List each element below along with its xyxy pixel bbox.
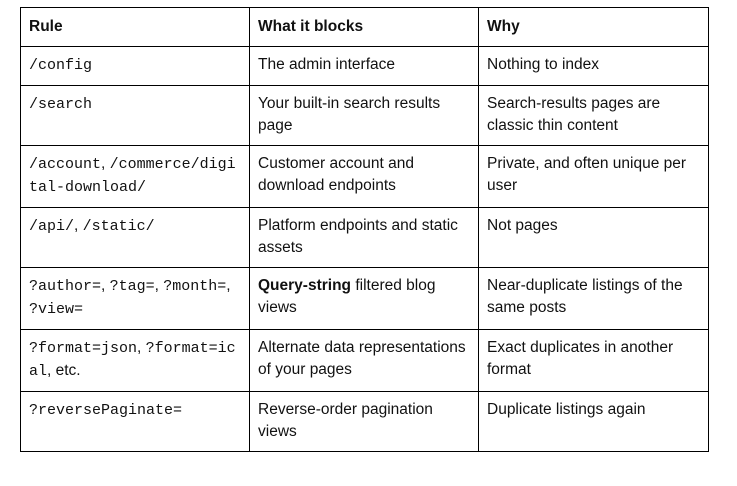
blocks-text: Customer account and download endpoints: [258, 155, 419, 194]
rule-code: ?author=: [29, 278, 102, 295]
blocks-cell: The admin interface: [249, 46, 479, 86]
rule-code: ?reversePaginate=: [29, 402, 183, 419]
robots-rules-table: Rule What it blocks Why /config The admin…: [20, 7, 709, 452]
rule-code: ?month=: [163, 278, 227, 295]
blocks-text: Reverse-order pagination views: [258, 401, 438, 440]
rule-code: /search: [29, 96, 93, 113]
rule-separator: ,: [137, 339, 146, 356]
why-cell: Duplicate listings again: [478, 391, 709, 452]
rule-separator: ,: [226, 277, 231, 294]
rule-cell: ?reversePaginate=: [20, 391, 250, 452]
blocks-emphasis: Query-string: [258, 277, 352, 294]
rule-cell: /account, /commerce/digital-download/: [20, 145, 250, 208]
why-cell: Near-duplicate listings of the same post…: [478, 267, 709, 330]
rule-code: ?view=: [29, 301, 84, 318]
table-row: /api/, /static/Platform endpoints and st…: [20, 207, 709, 268]
header-row: Rule What it blocks Why: [20, 7, 709, 47]
rule-separator: ,: [74, 217, 83, 234]
blocks-text: Alternate data representations of your p…: [258, 339, 470, 378]
table-row: /config The admin interface Nothing to ind…: [20, 46, 709, 86]
rule-separator: ,: [101, 277, 110, 294]
rule-code: /commerce/digital-download/: [29, 156, 236, 196]
why-cell: Exact duplicates in another format: [478, 329, 709, 392]
blocks-cell: Customer account and download endpoints: [249, 145, 479, 208]
rule-cell: ?format=json, ?format=ical, etc.: [20, 329, 250, 392]
table-row: ?reversePaginate= Reverse-order paginatio…: [20, 391, 709, 452]
header-rule: Rule: [20, 7, 250, 47]
header-why: Why: [478, 7, 709, 47]
header-what-it-blocks: What it blocks: [249, 7, 479, 47]
rule-cell: /api/, /static/: [20, 207, 250, 268]
table-row: ?format=json, ?format=ical, etc.Alternat…: [20, 329, 709, 392]
blocks-cell: Query-string filtered blog views: [249, 267, 479, 330]
table-row: ?author=, ?tag=, ?month=, ?view=Query-st…: [20, 267, 709, 330]
why-cell: Private, and often unique per user: [478, 145, 709, 208]
rule-code: /api/: [29, 218, 75, 235]
blocks-cell: Reverse-order pagination views: [249, 391, 479, 452]
rule-code: ?tag=: [109, 278, 155, 295]
rule-separator: , etc.: [47, 362, 81, 379]
blocks-text: Platform endpoints and static assets: [258, 217, 463, 256]
blocks-cell: Platform endpoints and static assets: [249, 207, 479, 268]
rule-cell: /config: [20, 46, 250, 86]
blocks-cell: Your built-in search results page: [249, 85, 479, 146]
rule-code: /account: [29, 156, 102, 173]
blocks-cell: Alternate data representations of your p…: [249, 329, 479, 392]
blocks-text: Your built-in search results page: [258, 95, 445, 134]
rule-separator: ,: [101, 155, 110, 172]
rule-code: /static/: [82, 218, 155, 235]
rule-code: ?format=json: [29, 340, 138, 357]
rule-code: ?format=ical: [29, 340, 236, 380]
why-cell: Search-results pages are classic thin co…: [478, 85, 709, 146]
table-row: /account, /commerce/digital-download/Cus…: [20, 145, 709, 208]
table-row: /search Your built-in search results page…: [20, 85, 709, 146]
rule-code: /config: [29, 57, 93, 74]
rule-cell: /search: [20, 85, 250, 146]
blocks-text: The admin interface: [258, 56, 395, 73]
why-cell: Nothing to index: [478, 46, 709, 86]
rule-separator: ,: [154, 277, 164, 294]
rule-cell: ?author=, ?tag=, ?month=, ?view=: [20, 267, 250, 330]
why-cell: Not pages: [478, 207, 709, 268]
blocks-text: filtered blog views: [258, 277, 440, 316]
